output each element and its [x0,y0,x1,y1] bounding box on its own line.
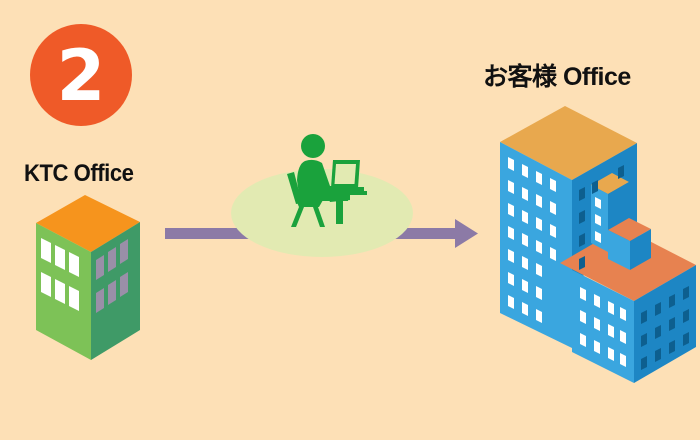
step-number: 2 [56,35,106,117]
ktc-office-label: KTC Office [24,160,134,187]
step-badge: 2 [30,24,132,126]
client-building-icon [500,106,696,383]
client-office-label: お客様 Office [483,63,631,91]
worker-ellipse [231,169,413,257]
ktc-building-icon [36,195,140,360]
remote-worker-icon [287,134,367,227]
